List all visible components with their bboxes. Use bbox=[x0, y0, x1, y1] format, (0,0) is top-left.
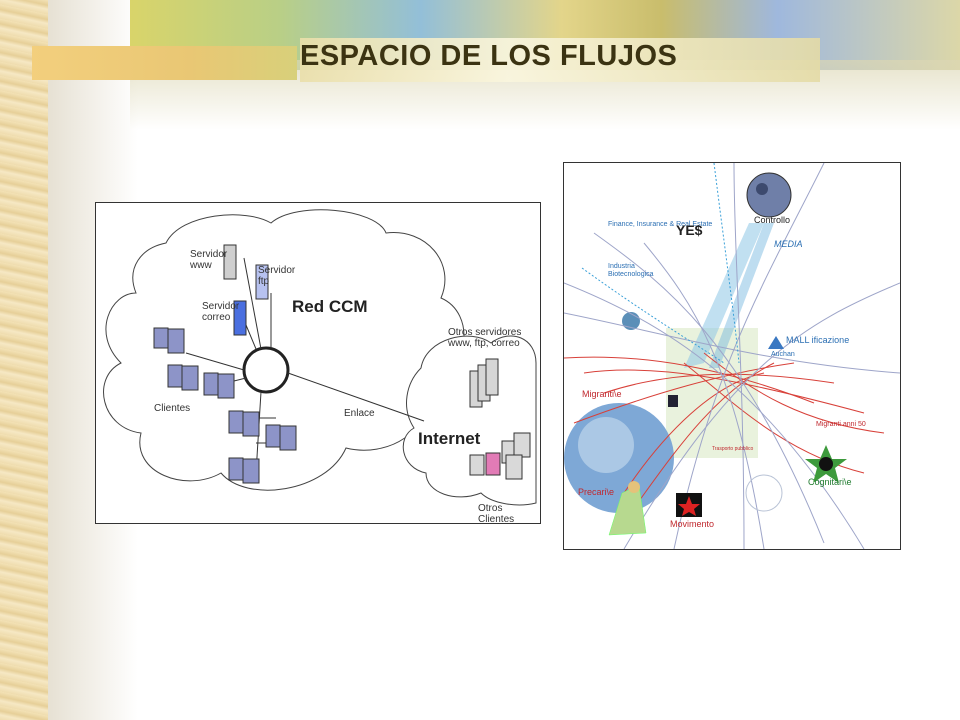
label-red-ccm: Red CCM bbox=[292, 297, 368, 316]
grey-flows bbox=[564, 163, 900, 549]
ccm-cloud bbox=[103, 209, 465, 491]
slide-title: ESPACIO DE LOS FLUJOS bbox=[300, 40, 678, 72]
red-flows bbox=[564, 352, 885, 509]
server-mail-icon bbox=[233, 300, 247, 336]
label-link: Enlace bbox=[344, 408, 375, 419]
network-diagram: Servidor www Servidor ftp Servidor corre… bbox=[95, 202, 541, 524]
other-servers-icon bbox=[469, 358, 499, 408]
header-banner-left-strip bbox=[32, 46, 297, 80]
flows-diagram-graphic bbox=[564, 163, 900, 549]
server-ftp-icon bbox=[255, 264, 269, 300]
label-industria: Industria Biotecnologica bbox=[608, 263, 654, 278]
label-auchan: Auchan bbox=[771, 351, 795, 358]
label-other-servers: Otros servidores www, ftp, correo bbox=[448, 327, 522, 349]
label-precari: Precari\e bbox=[578, 487, 615, 497]
other-clients-icon bbox=[469, 432, 531, 480]
label-media: MEDIA bbox=[774, 239, 803, 249]
small-badge bbox=[668, 395, 678, 407]
label-server-www: Servidor www bbox=[190, 249, 228, 271]
label-other-clients: Otros Clientes bbox=[478, 503, 515, 524]
label-controllo: Controllo bbox=[754, 215, 791, 225]
label-yes: YE$ bbox=[676, 222, 703, 238]
auchan-logo bbox=[768, 336, 784, 349]
label-clients: Clientes bbox=[154, 403, 191, 414]
label-migranti: Migranti\e bbox=[582, 389, 622, 399]
client-computers bbox=[153, 327, 297, 484]
label-finance: Finance, Insurance & Real Estate bbox=[608, 221, 713, 228]
network-diagram-graphic bbox=[103, 209, 537, 506]
label-trasporto: Trasporto pubblico bbox=[712, 446, 754, 452]
label-movimento: Movimento bbox=[670, 519, 715, 529]
hub-ring bbox=[242, 346, 290, 394]
light-circle bbox=[745, 474, 783, 512]
controllo-sphere bbox=[746, 172, 792, 218]
label-migranti-50: Migranti anni 50 bbox=[816, 421, 866, 428]
label-internet: Internet bbox=[418, 429, 481, 448]
central-block bbox=[666, 328, 758, 458]
dotted-flows bbox=[581, 163, 740, 364]
sidebar-texture bbox=[0, 0, 48, 720]
label-server-ftp: Servidor ftp bbox=[258, 265, 296, 287]
flows-diagram: Finance, Insurance & Real Estate YE$ Con… bbox=[563, 162, 901, 550]
label-mall: MALL ificazione bbox=[786, 335, 850, 345]
server-www-icon bbox=[223, 244, 237, 280]
label-cognitari: Cognitari\e bbox=[808, 477, 852, 487]
label-server-mail: Servidor correo bbox=[202, 301, 240, 323]
title-plate bbox=[300, 38, 820, 82]
